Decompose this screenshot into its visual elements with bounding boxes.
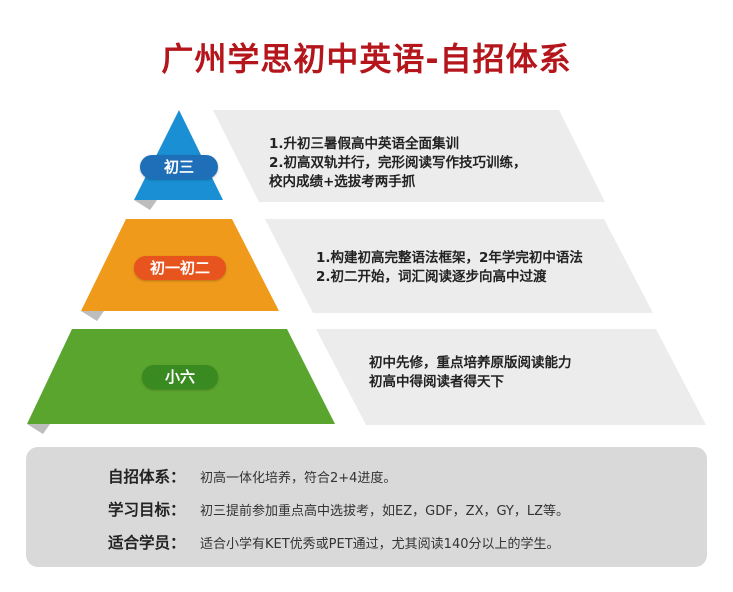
summary-value: 适合小学有KET优秀或PET通过，尤其阅读140分以上的学生。: [200, 537, 560, 552]
tier-fold-shadow: [27, 424, 50, 434]
summary-label: 自招体系：: [108, 468, 186, 486]
summary-row-system: 自招体系： 初高一体化培养，符合2+4进度。: [108, 465, 396, 487]
level-description-chu-yi-chu-er: 1.构建初高完整语法框架，2年学完初中语法 2.初二开始，词汇阅读逐步向高中过渡: [316, 249, 583, 287]
level-line: 校内成绩+选拔考两手抓: [269, 174, 416, 190]
level-description-xiao-liu: 初中先修，重点培养原版阅读能力 初高中得阅读者得天下: [369, 354, 572, 392]
summary-row-goal: 学习目标： 初三提前参加重点高中选拔考，如EZ，GDF，ZX，GY，LZ等。: [108, 498, 569, 520]
level-badge-xiao-liu: 小六: [142, 365, 218, 389]
tier-panel-chu-yi-chu-er: [265, 219, 653, 313]
level-badge-chu-san: 初三: [140, 155, 218, 179]
tier-fold-shadow: [134, 200, 157, 210]
tier-fold-shadow: [81, 311, 104, 321]
level-line: 初中先修，重点培养原版阅读能力: [369, 355, 572, 371]
summary-value: 初三提前参加重点高中选拔考，如EZ，GDF，ZX，GY，LZ等。: [200, 504, 570, 519]
summary-label: 适合学员：: [108, 534, 186, 552]
level-badge-chu-yi-chu-er: 初一初二: [134, 256, 226, 280]
level-description-chu-san: 1.升初三暑假高中英语全面集训 2.初高双轨并行，完形阅读写作技巧训练， 校内成…: [269, 135, 527, 192]
level-line: 2.初二开始，词汇阅读逐步向高中过渡: [316, 269, 547, 285]
level-line: 1.升初三暑假高中英语全面集训: [269, 136, 460, 152]
summary-label: 学习目标：: [108, 501, 186, 519]
tier-panel-xiao-liu: [316, 329, 706, 425]
level-line: 2.初高双轨并行，完形阅读写作技巧训练，: [269, 155, 527, 171]
summary-panel: 自招体系： 初高一体化培养，符合2+4进度。 学习目标： 初三提前参加重点高中选…: [26, 447, 707, 567]
summary-value: 初高一体化培养，符合2+4进度。: [200, 471, 397, 486]
summary-row-audience: 适合学员： 适合小学有KET优秀或PET通过，尤其阅读140分以上的学生。: [108, 531, 560, 553]
level-line: 初高中得阅读者得天下: [369, 374, 504, 390]
level-line: 1.构建初高完整语法框架，2年学完初中语法: [316, 250, 583, 266]
tier-panel-chu-san: [213, 110, 605, 202]
pyramid-diagram: [27, 110, 706, 434]
page-title: 广州学思初中英语-自招体系: [161, 40, 572, 78]
